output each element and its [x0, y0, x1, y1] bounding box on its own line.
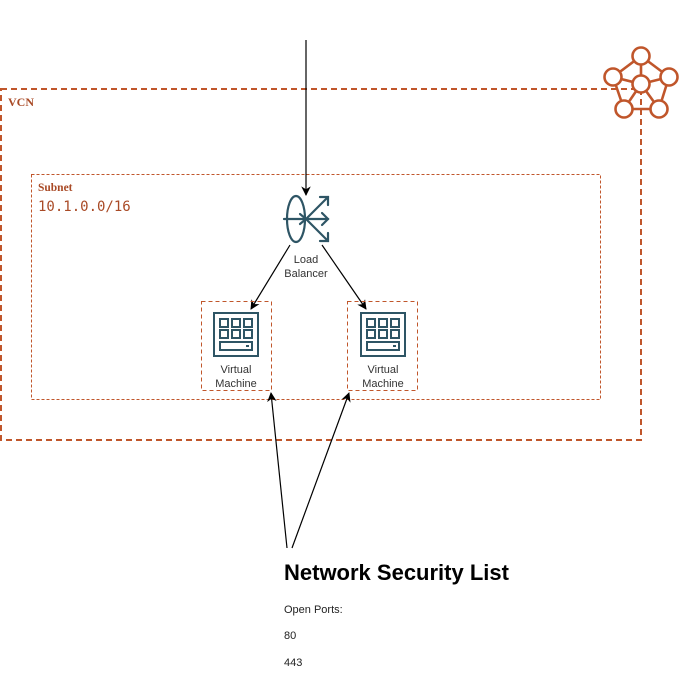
load-balancer-label-line1: Load — [294, 254, 318, 266]
port-443: 443 — [284, 657, 302, 669]
vm2-container — [347, 301, 418, 391]
security-to-vm2-arrow — [291, 392, 351, 549]
load-balancer-label-line2: Balancer — [284, 268, 328, 280]
virtual-machine-1: Virtual Machine — [201, 301, 272, 391]
load-balancer-icon — [282, 194, 330, 244]
open-ports-heading: Open Ports: — [284, 604, 343, 616]
vcn-label: VCN — [8, 95, 34, 109]
vm1-label-line2: Machine — [215, 378, 257, 390]
lb-to-vm2-arrow — [321, 244, 367, 310]
subnet-cidr: 10.1.0.0/16 — [38, 199, 131, 215]
port-80: 80 — [284, 630, 296, 642]
lb-to-vm1-arrow — [250, 244, 291, 310]
vm2-label-line1: Virtual — [368, 364, 399, 376]
vm1-label-line1: Virtual — [221, 364, 252, 376]
vm1-container — [201, 301, 272, 391]
server-icon — [213, 312, 259, 357]
security-to-vm1-arrow — [267, 392, 288, 549]
network-pentagon-icon — [603, 46, 679, 119]
server-icon — [360, 312, 406, 357]
vm2-label-line2: Machine — [362, 378, 404, 390]
subnet-container — [31, 174, 601, 400]
virtual-machine-2: Virtual Machine — [347, 301, 418, 391]
security-list-title: Network Security List — [284, 560, 510, 585]
vcn-container — [0, 88, 642, 441]
subnet-label: Subnet — [38, 182, 73, 194]
